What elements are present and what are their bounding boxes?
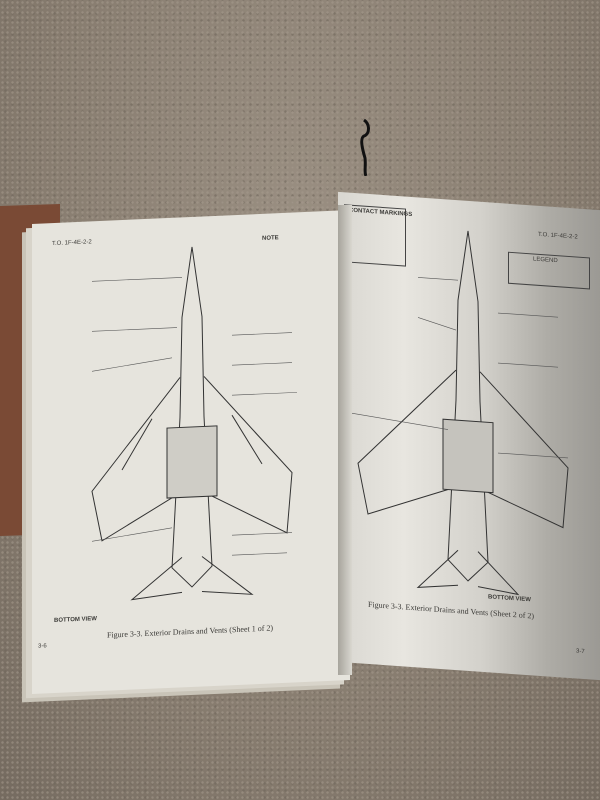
open-manual: T.O. 1F-4E-2-2 NOTE BOTTOM VIEW Figur	[20, 191, 600, 695]
left-page: T.O. 1F-4E-2-2 NOTE BOTTOM VIEW Figur	[32, 210, 350, 694]
right-page: CONTACT MARKINGS T.O. 1F-4E-2-2 LEGEND B…	[338, 191, 600, 681]
aircraft-bottom-view-diagram	[91, 246, 297, 601]
right-page-number: 3-7	[576, 648, 585, 656]
cord-piece	[360, 118, 370, 176]
book-gutter	[338, 205, 352, 675]
aircraft-bottom-view-diagram-2	[347, 230, 569, 596]
left-page-number: 3-6	[38, 643, 47, 650]
